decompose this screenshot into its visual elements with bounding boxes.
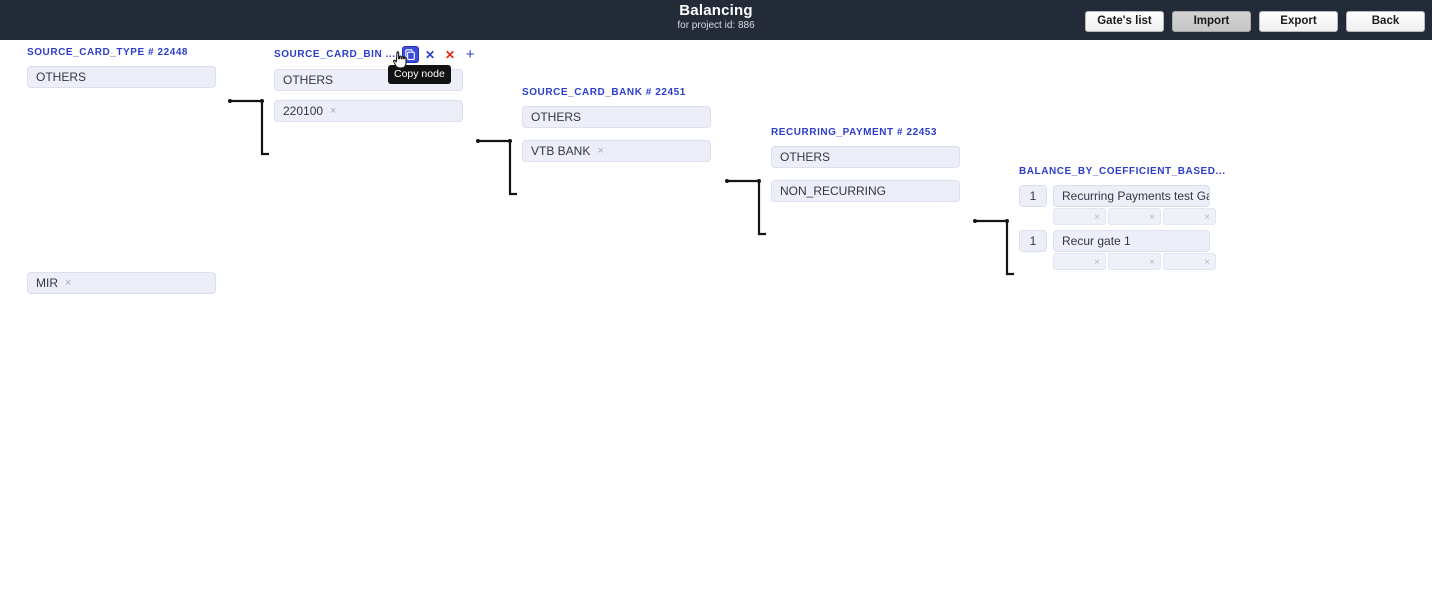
field-value: OTHERS xyxy=(36,70,87,84)
gate-subfield[interactable]: × xyxy=(1163,208,1216,225)
x-icon: ✕ xyxy=(425,47,436,62)
connector-3 xyxy=(725,178,767,240)
gate-coefficient-input[interactable]: 1 xyxy=(1019,230,1047,252)
collapse-node-icon[interactable]: ✕ xyxy=(423,47,438,62)
gate-subfield[interactable]: × xyxy=(1053,208,1106,225)
field-value: MIR xyxy=(36,276,58,290)
node-title: SOURCE_CARD_BANK # 22451 xyxy=(522,87,686,98)
gate-row: 1 Recurring Payments test Gate × × × xyxy=(1019,185,1229,225)
gates-list-button[interactable]: Gate's list xyxy=(1085,11,1164,32)
field-source-card-type-others[interactable]: OTHERS xyxy=(27,66,216,88)
field-source-card-bank-others[interactable]: OTHERS xyxy=(522,106,711,128)
connector-4 xyxy=(973,218,1015,280)
connector-2 xyxy=(476,138,518,200)
gate-name-field[interactable]: Recurring Payments test Gate xyxy=(1053,185,1210,207)
copy-node-icon[interactable] xyxy=(402,47,418,62)
gate-subfield[interactable]: × xyxy=(1108,253,1161,270)
field-value: OTHERS xyxy=(283,73,334,87)
tree-canvas: SOURCE_CARD_TYPE # 22448 OTHERS MIR × SO… xyxy=(0,40,1432,600)
add-node-icon[interactable]: + xyxy=(463,47,478,62)
field-value: OTHERS xyxy=(531,110,582,124)
node-toolbar: ✕ ✕ + xyxy=(402,47,478,62)
node-recurring-payment: RECURRING_PAYMENT # 22453 OTHERS xyxy=(771,127,971,168)
field-value: 220100 xyxy=(283,104,324,118)
node-title: SOURCE_CARD_BIN ... xyxy=(274,48,396,60)
node-title: RECURRING_PAYMENT # 22453 xyxy=(771,127,938,138)
connector-1 xyxy=(228,98,270,160)
remove-chip-icon[interactable]: × xyxy=(330,104,337,117)
back-button[interactable]: Back xyxy=(1346,11,1425,32)
app-header: Balancing for project id: 886 Gate's lis… xyxy=(0,0,1432,40)
field-value: VTB BANK xyxy=(531,144,591,158)
remove-chip-icon[interactable]: × xyxy=(1094,212,1100,223)
field-value: NON_RECURRING xyxy=(780,184,887,198)
node-source-card-bank: SOURCE_CARD_BANK # 22451 OTHERS xyxy=(522,87,722,128)
remove-chip-icon[interactable]: × xyxy=(65,276,72,289)
gate-coefficient-input[interactable]: 1 xyxy=(1019,185,1047,207)
remove-chip-icon[interactable]: × xyxy=(1149,212,1155,223)
field-source-card-bank-vtb[interactable]: VTB BANK × xyxy=(522,140,711,162)
field-source-card-bin-220100[interactable]: 220100 × xyxy=(274,100,463,122)
remove-chip-icon[interactable]: × xyxy=(1204,212,1210,223)
remove-chip-icon[interactable]: × xyxy=(1204,257,1210,268)
import-button[interactable]: Import xyxy=(1172,11,1251,32)
gate-row: 1 Recur gate 1 × × × xyxy=(1019,230,1229,270)
plus-icon: + xyxy=(465,46,475,63)
node-source-card-type-branch-mir: MIR × xyxy=(27,272,217,294)
node-source-card-type: SOURCE_CARD_TYPE # 22448 OTHERS xyxy=(27,47,217,88)
field-source-card-type-mir[interactable]: MIR × xyxy=(27,272,216,294)
header-actions: Gate's list Import Export Back xyxy=(1085,11,1425,32)
gate-subfield[interactable]: × xyxy=(1053,253,1106,270)
remove-chip-icon[interactable]: × xyxy=(597,144,604,157)
node-title: BALANCE_BY_COEFFICIENT_BASED... xyxy=(1019,166,1226,177)
x-icon: ✕ xyxy=(445,47,456,62)
gate-subfields: × × × xyxy=(1053,208,1229,225)
field-recurring-payment-others[interactable]: OTHERS xyxy=(771,146,960,168)
gate-subfield[interactable]: × xyxy=(1108,208,1161,225)
gate-subfield[interactable]: × xyxy=(1163,253,1216,270)
node-title: SOURCE_CARD_TYPE # 22448 xyxy=(27,47,189,58)
copy-node-tooltip: Copy node xyxy=(388,65,451,84)
delete-node-icon[interactable]: ✕ xyxy=(443,47,458,62)
node-source-card-bank-branch: VTB BANK × xyxy=(522,140,722,162)
export-button[interactable]: Export xyxy=(1259,11,1338,32)
node-source-card-bin-branch: 220100 × xyxy=(274,100,474,122)
field-recurring-payment-non-recurring[interactable]: NON_RECURRING xyxy=(771,180,960,202)
node-balance-by-coefficient: BALANCE_BY_COEFFICIENT_BASED... 1 Recurr… xyxy=(1019,166,1229,270)
field-value: OTHERS xyxy=(780,150,831,164)
remove-chip-icon[interactable]: × xyxy=(1094,257,1100,268)
gate-name-field[interactable]: Recur gate 1 xyxy=(1053,230,1210,252)
gate-subfields: × × × xyxy=(1053,253,1229,270)
remove-chip-icon[interactable]: × xyxy=(1149,257,1155,268)
node-recurring-payment-branch: NON_RECURRING xyxy=(771,180,971,202)
